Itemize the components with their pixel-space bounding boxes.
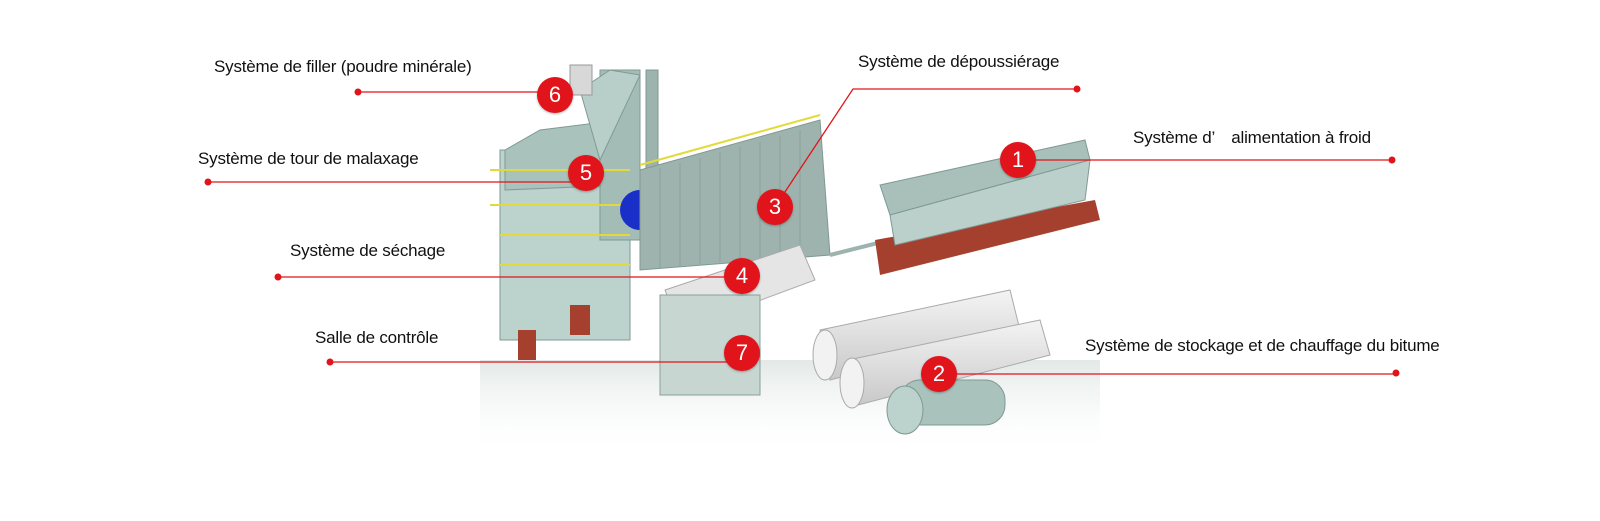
cold-feed-bins — [875, 139, 1100, 275]
mixing-tower — [490, 64, 660, 360]
leader-dots — [204, 85, 1400, 377]
label-bitumen-system: Système de stockage et de chauffage du b… — [1085, 336, 1440, 355]
leader-lines — [208, 88, 1396, 375]
callout-badge-3: 3 — [757, 189, 793, 225]
callout-badge-6: 6 — [537, 77, 573, 113]
label-control-room: Salle de contrôle — [315, 328, 439, 347]
label-dust-collection: Système de dépoussiérage — [858, 52, 1060, 71]
callout-badge-4: 4 — [724, 258, 760, 294]
label-filler-system: Système de filler (poudre minérale) — [214, 57, 472, 76]
callout-badge-1: 1 — [1000, 142, 1036, 178]
bitumen-tanks — [812, 289, 1051, 435]
baghouse — [639, 114, 831, 271]
callout-badge-7: 7 — [724, 335, 760, 371]
label-cold-feed: Système d’ alimentation à froid — [1133, 128, 1371, 147]
label-drying-system: Système de séchage — [290, 241, 446, 260]
callout-badge-5: 5 — [568, 155, 604, 191]
callout-badge-2: 2 — [921, 356, 957, 392]
label-mixing-tower: Système de tour de malaxage — [198, 149, 419, 168]
